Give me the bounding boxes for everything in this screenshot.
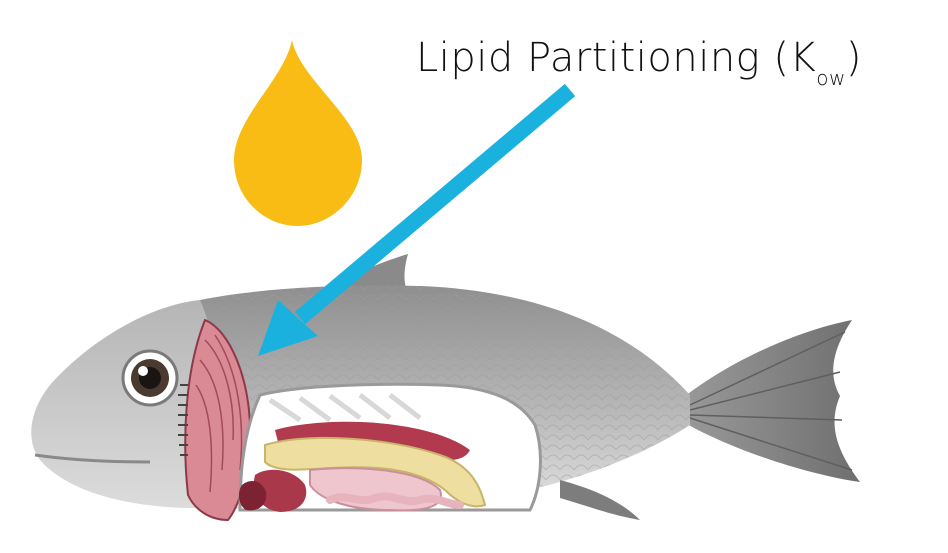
body-cavity bbox=[239, 384, 541, 512]
oil-droplet-icon bbox=[234, 40, 362, 226]
label-subscript: ow bbox=[816, 66, 846, 90]
label-main: Lipid Partitioning (K bbox=[416, 35, 816, 81]
eye-icon bbox=[123, 351, 177, 405]
pelvic-fin bbox=[560, 480, 640, 520]
tail-fin bbox=[680, 320, 860, 482]
lipid-partitioning-label: Lipid Partitioning (Kow) bbox=[416, 38, 862, 78]
label-close: ) bbox=[846, 35, 862, 81]
